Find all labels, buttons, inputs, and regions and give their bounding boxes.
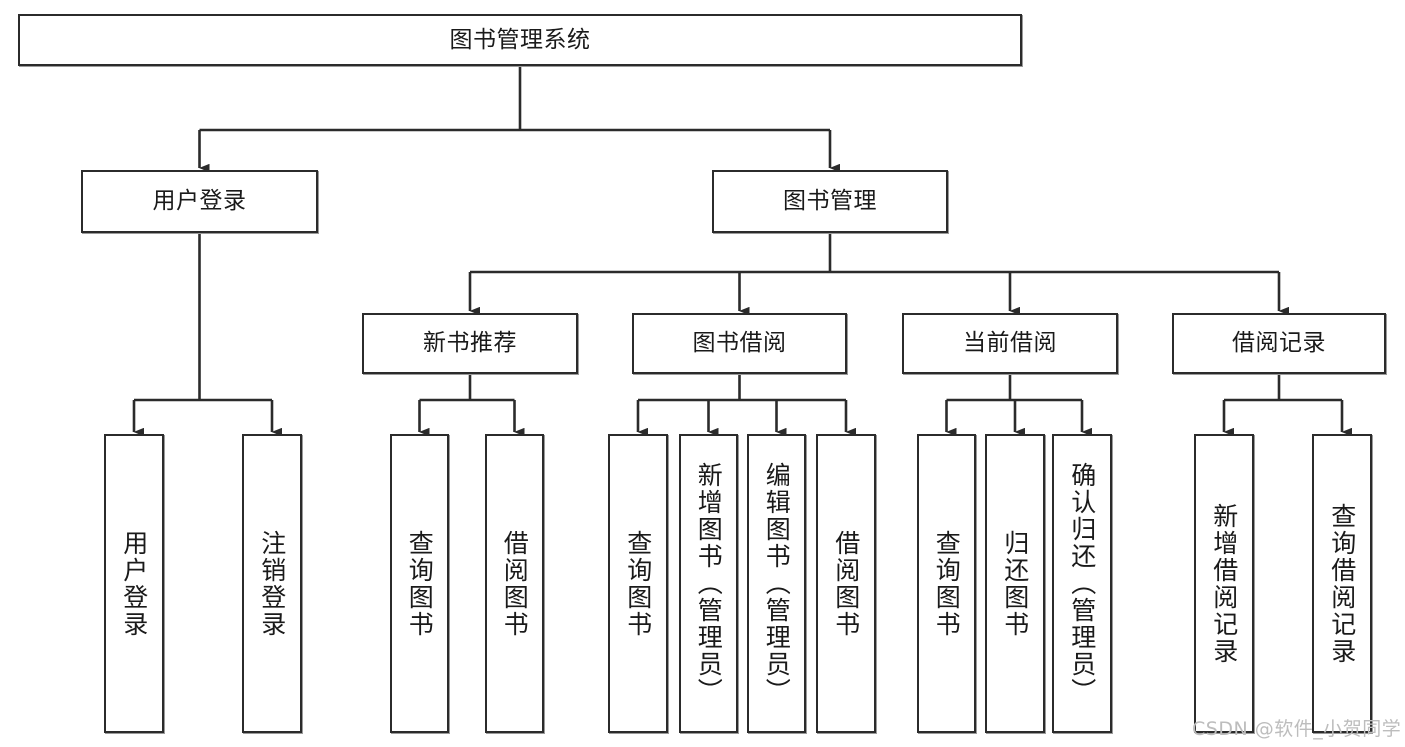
node-leaf-add-book[interactable]: 新增图书（管理员）: [679, 434, 738, 733]
node-label: 查询图书: [932, 529, 962, 638]
node-label: 图书借阅: [692, 330, 787, 357]
node-leaf-borrow-book-1[interactable]: 借阅图书: [485, 434, 544, 733]
node-label: 注销登录: [257, 529, 287, 638]
node-label: 当前借阅: [963, 330, 1057, 357]
node-label: 新书推荐: [423, 330, 517, 357]
node-label: 图书管理系统: [449, 26, 591, 53]
node-label: 编辑图书（管理员）: [762, 462, 792, 705]
node-label: 新增借阅记录: [1209, 502, 1239, 665]
node-borrow[interactable]: 图书借阅: [632, 313, 847, 374]
node-leaf-user-login[interactable]: 用户登录: [104, 434, 164, 733]
node-leaf-query-record[interactable]: 查询借阅记录: [1312, 434, 1372, 733]
node-label: 用户登录: [152, 188, 247, 215]
node-label: 查询图书: [623, 529, 653, 638]
node-leaf-query-book-3[interactable]: 查询图书: [917, 434, 976, 733]
node-label: 借阅记录: [1232, 330, 1326, 357]
node-leaf-borrow-book-2[interactable]: 借阅图书: [816, 434, 876, 733]
node-login[interactable]: 用户登录: [81, 170, 318, 233]
node-current[interactable]: 当前借阅: [902, 313, 1118, 374]
node-records[interactable]: 借阅记录: [1172, 313, 1386, 374]
node-label: 图书管理: [783, 188, 877, 215]
node-leaf-confirm-return[interactable]: 确认归还（管理员）: [1052, 434, 1112, 733]
node-leaf-query-book-2[interactable]: 查询图书: [608, 434, 668, 733]
node-label: 用户登录: [119, 529, 149, 638]
node-root[interactable]: 图书管理系统: [18, 14, 1022, 66]
node-label: 查询图书: [405, 529, 435, 638]
node-newbook[interactable]: 新书推荐: [362, 313, 578, 374]
node-bookmgmt[interactable]: 图书管理: [712, 170, 948, 233]
node-label: 查询借阅记录: [1327, 502, 1357, 665]
node-leaf-edit-book[interactable]: 编辑图书（管理员）: [747, 434, 806, 733]
node-label: 借阅图书: [500, 529, 530, 638]
node-label: 新增图书（管理员）: [694, 462, 724, 705]
node-leaf-return-book[interactable]: 归还图书: [985, 434, 1045, 733]
node-leaf-query-book-1[interactable]: 查询图书: [390, 434, 449, 733]
node-label: 确认归还（管理员）: [1067, 462, 1097, 705]
node-leaf-user-logout[interactable]: 注销登录: [242, 434, 302, 733]
edge-group: [132, 66, 1352, 437]
watermark-text: CSDN @软件_小贺同学: [1192, 718, 1402, 740]
node-label: 借阅图书: [831, 529, 861, 638]
node-leaf-add-record[interactable]: 新增借阅记录: [1194, 434, 1254, 733]
node-label: 归还图书: [1000, 529, 1030, 638]
